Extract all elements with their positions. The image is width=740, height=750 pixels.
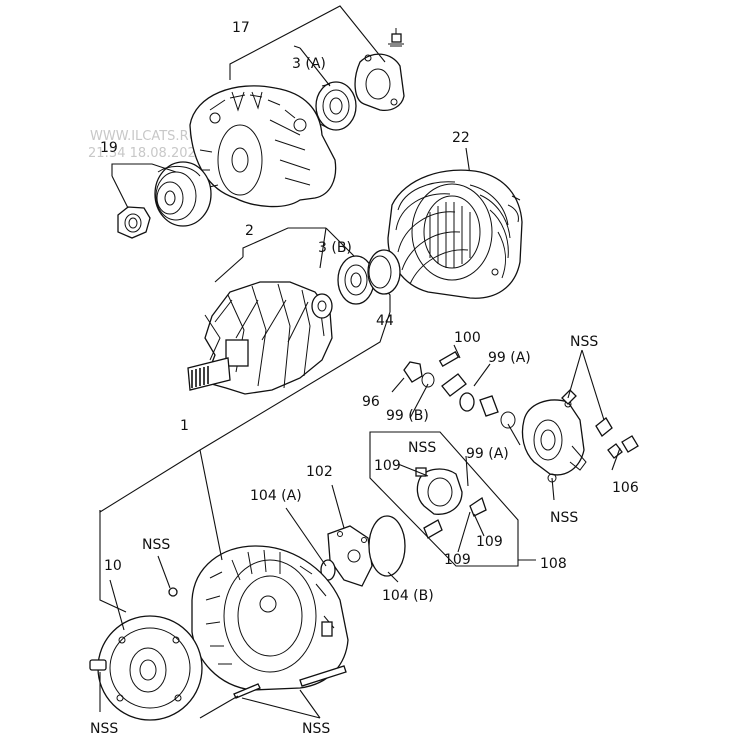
front-bracket-10 [97, 615, 203, 721]
label-99a-top: 99 (A) [488, 350, 531, 366]
rotor [187, 281, 333, 395]
label-1: 1 [180, 418, 189, 434]
rear-housing [191, 545, 349, 691]
retainer-plate [354, 53, 405, 112]
label-104a: 104 (A) [250, 488, 302, 504]
front-bolt [89, 659, 107, 671]
nss-screw-left [168, 587, 178, 597]
label-2: 2 [245, 223, 254, 239]
front-housing [189, 85, 337, 208]
label-10: 10 [104, 558, 122, 574]
label-nss-box: NSS [408, 440, 436, 456]
label-109-b: 109 [476, 534, 503, 550]
label-3b: 3 (B) [318, 240, 352, 256]
through-bolts [233, 665, 347, 699]
label-109-c: 109 [444, 552, 471, 568]
pulley [154, 161, 212, 227]
terminal-nuts [561, 389, 639, 459]
leaders-bottom [99, 311, 621, 719]
label-108: 108 [540, 556, 567, 572]
group-box-108 [369, 431, 519, 567]
screw-top [388, 28, 404, 47]
part-labels: 17 3 (A) 19 22 2 3 (B) 44 100 99 (A) NSS… [90, 20, 639, 737]
label-100: 100 [454, 330, 481, 346]
bearing-3b [337, 255, 375, 305]
label-106: 106 [612, 480, 639, 496]
watermark-stamp: 21:34 18.08.2022 [88, 146, 204, 161]
o-ring-104b [368, 515, 406, 577]
rear-cover-bracket [521, 399, 587, 483]
label-nss-bracket: NSS [550, 510, 578, 526]
bearing-cover-44 [367, 249, 401, 295]
stator [387, 169, 523, 299]
label-104b: 104 (B) [382, 588, 434, 604]
label-102: 102 [306, 464, 333, 480]
label-109-a: 109 [374, 458, 401, 474]
watermark-site: WWW.ILCATS.RU [90, 129, 198, 144]
leaders-top [111, 5, 471, 312]
label-17: 17 [232, 20, 250, 36]
label-nss-right: NSS [570, 334, 598, 350]
label-nss-left: NSS [142, 537, 170, 553]
label-96: 96 [362, 394, 380, 410]
regulator-cover [327, 525, 373, 587]
pulley-nut [117, 206, 151, 239]
label-99a-low: 99 (A) [466, 446, 509, 462]
label-19: 19 [100, 140, 118, 156]
label-99b: 99 (B) [386, 408, 429, 424]
small-parts [403, 351, 516, 429]
label-44: 44 [376, 313, 394, 329]
label-3a: 3 (A) [292, 56, 326, 72]
label-22: 22 [452, 130, 470, 146]
bearing-3a [315, 81, 357, 131]
label-nss-bottom-mid: NSS [302, 721, 330, 737]
label-nss-bottom-left: NSS [90, 721, 118, 737]
brush-holder [415, 467, 487, 539]
